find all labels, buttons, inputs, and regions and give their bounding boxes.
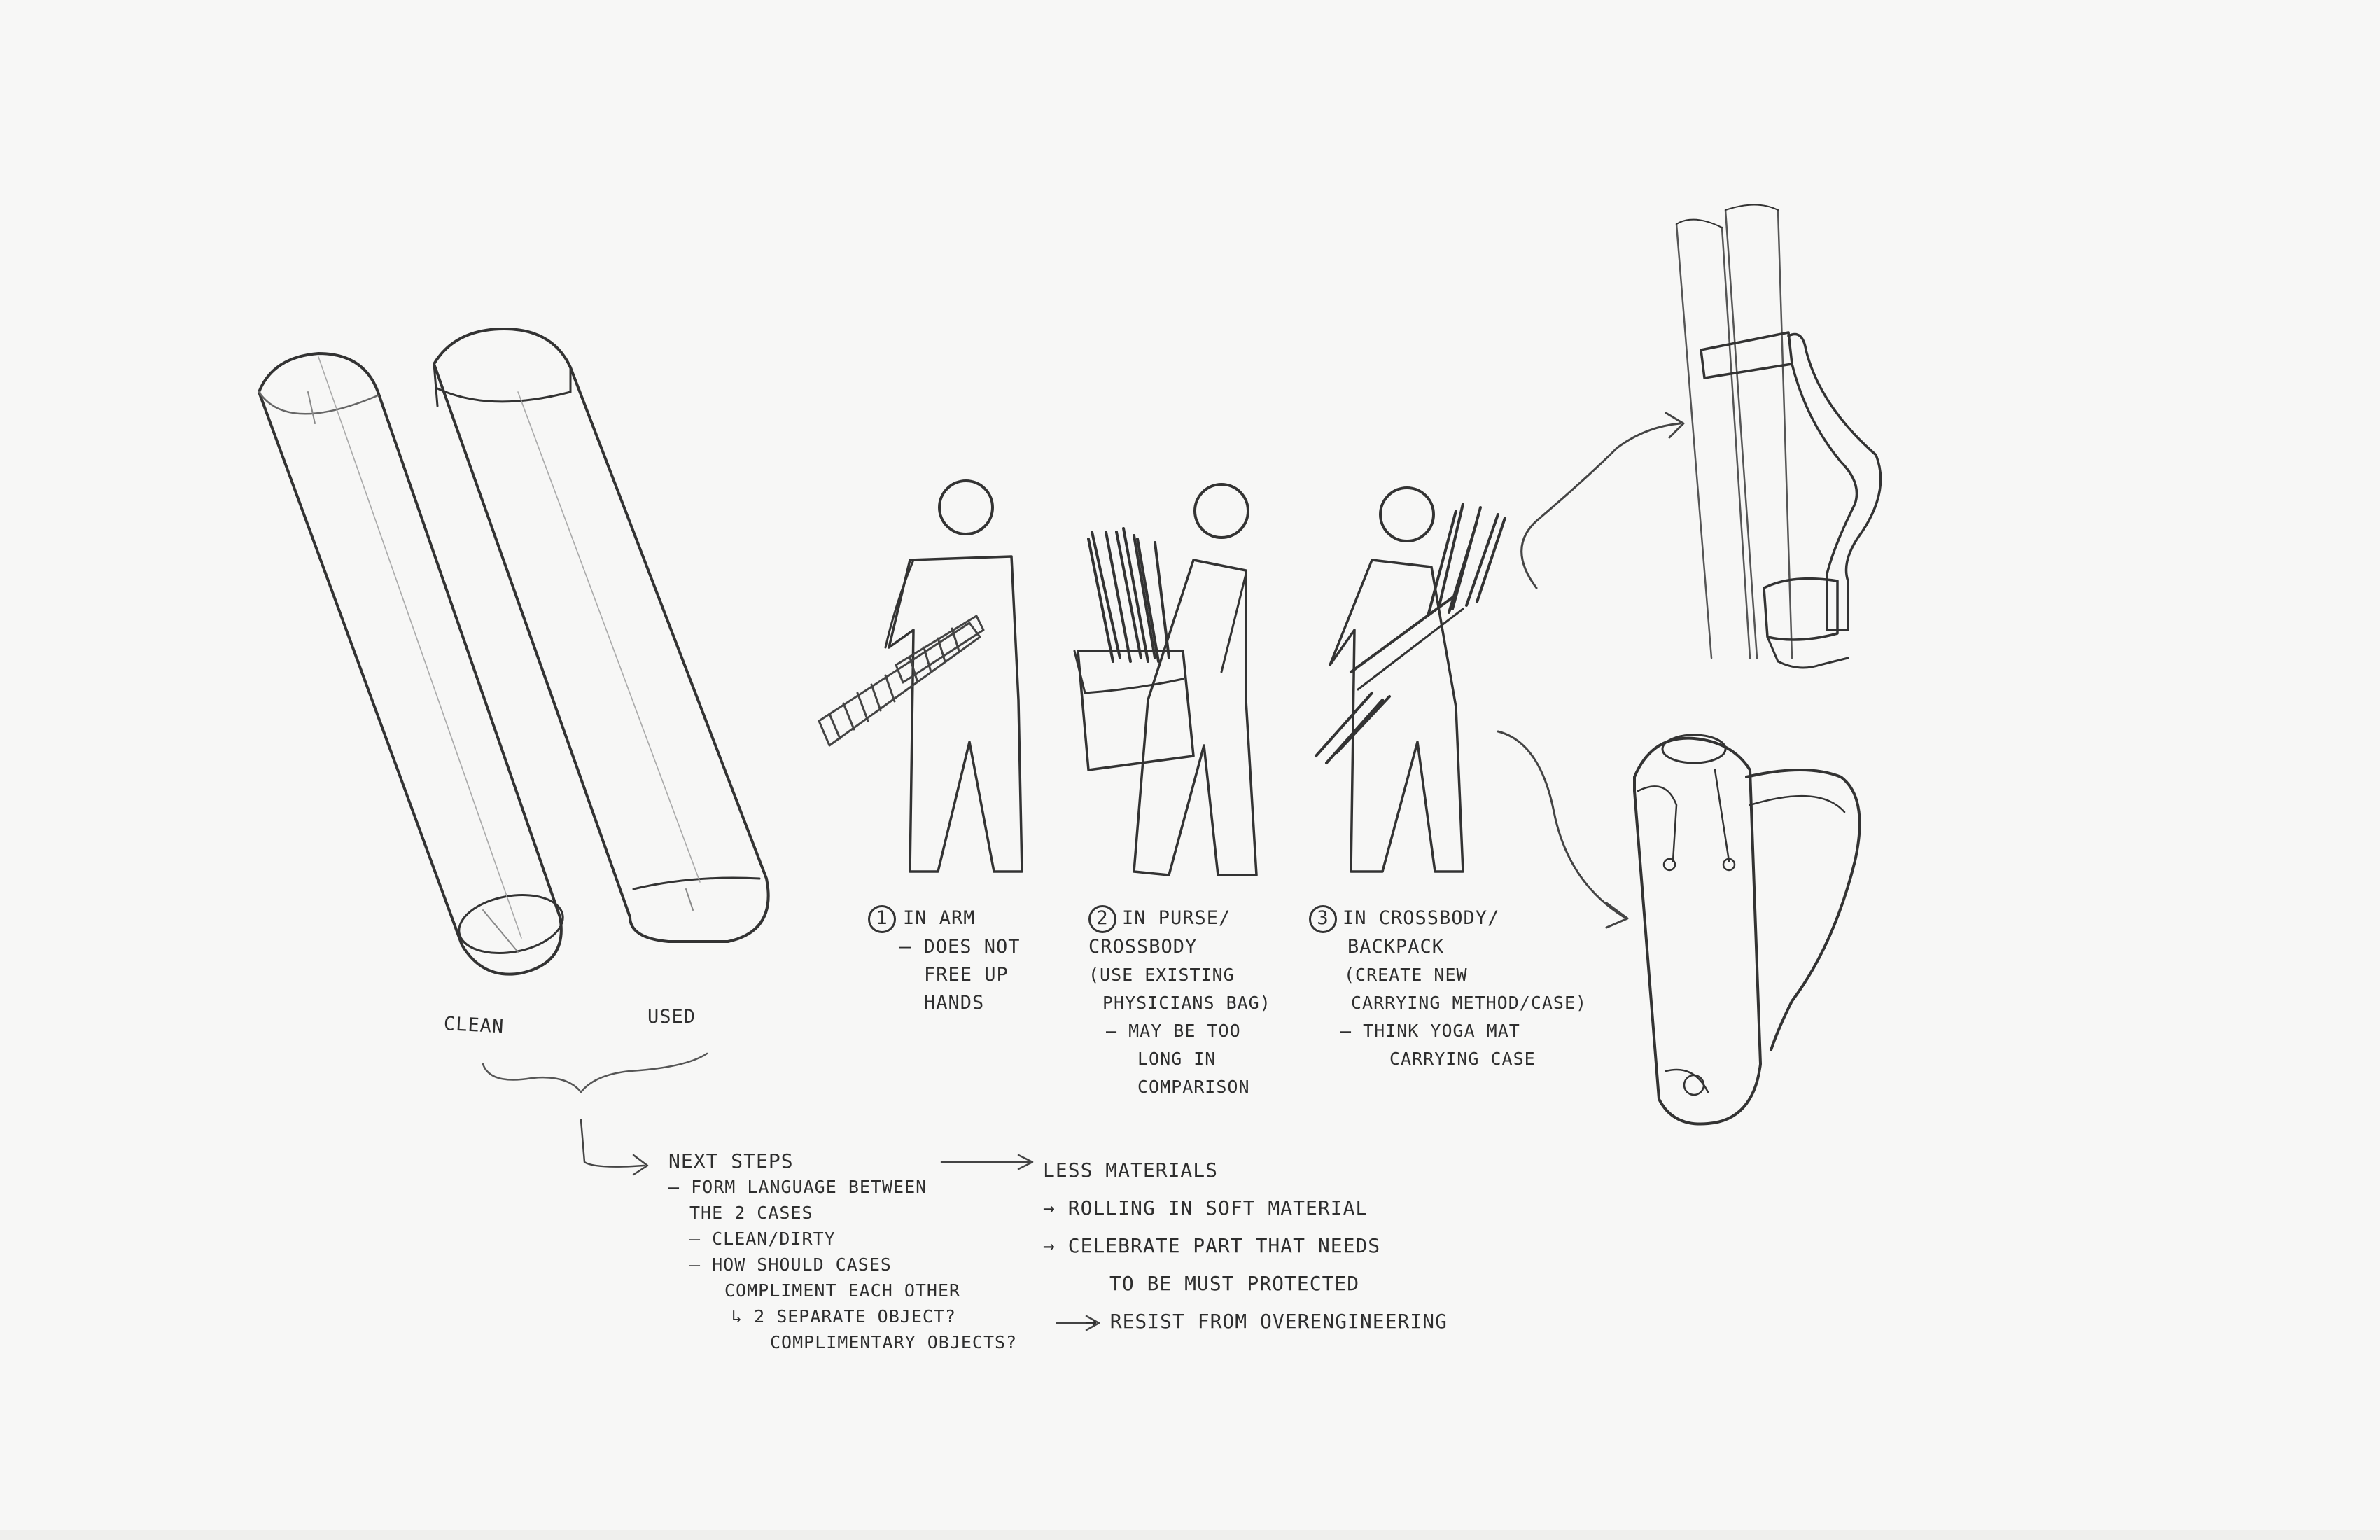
carry-option-2-note: PHYSICIANS BAG) — [1102, 993, 1271, 1013]
clean-case-label: CLEAN — [443, 1012, 505, 1038]
carry-option-3-title-line: BACKPACK — [1348, 936, 1445, 958]
next-steps-item: COMPLIMENT EACH OTHER — [724, 1280, 961, 1301]
carry-option-2-note: LONG IN — [1138, 1049, 1217, 1069]
next-steps-item: COMPLIMENTARY OBJECTS? — [770, 1332, 1018, 1352]
brace-arrow — [580, 1119, 645, 1168]
considerations-title: LESS MATERIALS — [1043, 1158, 1219, 1182]
carry-option-1-note: FREE UP — [924, 964, 1009, 986]
carry-option-2-number: 2 — [1088, 905, 1116, 933]
next-steps-item: — FORM LANGUAGE BETWEEN — [668, 1177, 927, 1197]
considerations-item: → RESIST FROM OVERENGINEERING — [1085, 1310, 1448, 1333]
sling-tube-case-drawing — [1675, 204, 1882, 669]
used-case-label: USED — [648, 1006, 696, 1028]
arrow-to-sling-case — [1520, 422, 1681, 589]
next-steps-item: — HOW SHOULD CASES — [690, 1254, 892, 1275]
carry-option-2-title-line: CROSSBODY — [1088, 936, 1198, 958]
carry-option-1-note: HANDS — [924, 992, 985, 1014]
carry-option-1-note: — DOES NOT — [899, 936, 1021, 958]
considerations-item: → CELEBRATE PART THAT NEEDS — [1043, 1234, 1381, 1257]
next-steps-notes: NEXT STEPS — FORM LANGUAGE BETWEEN THE 2… — [668, 1148, 1017, 1355]
carry-option-3-note: CARRYING METHOD/CASE) — [1351, 993, 1588, 1013]
carry-option-2-note: — MAY BE TOO — [1106, 1021, 1241, 1041]
figure-in-arm — [818, 479, 1023, 873]
carry-option-1-number: 1 — [868, 905, 896, 933]
next-steps-item: — CLEAN/DIRTY — [690, 1228, 836, 1249]
next-steps-item: THE 2 CASES — [690, 1203, 813, 1223]
figure-in-crossbody — [1315, 486, 1506, 873]
carry-option-3-note: CARRYING CASE — [1390, 1049, 1536, 1069]
cases-brace — [482, 1052, 708, 1093]
next-steps-title: NEXT STEPS — [668, 1149, 794, 1172]
carry-option-2-note: COMPARISON — [1138, 1077, 1250, 1097]
carry-option-3-note: — THINK YOGA MAT — [1340, 1021, 1520, 1041]
carry-option-3-note: (CREATE NEW — [1344, 965, 1468, 985]
paper-bottom-edge — [0, 1530, 2380, 1540]
next-steps-item: ↳ 2 SEPARATE OBJECT? — [732, 1306, 957, 1326]
considerations-notes: LESS MATERIALS → ROLLING IN SOFT MATERIA… — [1043, 1152, 1448, 1340]
carry-option-2-note: (USE EXISTING — [1088, 965, 1235, 985]
carry-option-3-number: 3 — [1309, 905, 1337, 933]
yoga-mat-case-drawing — [1633, 734, 1861, 1126]
used-case-drawing — [433, 328, 770, 943]
considerations-item: TO BE MUST PROTECTED — [1110, 1272, 1360, 1295]
considerations-item: → ROLLING IN SOFT MATERIAL — [1043, 1196, 1368, 1219]
figure-in-purse — [1073, 483, 1258, 876]
arrow-to-yoga-case — [1497, 730, 1625, 918]
clean-case-drawing — [258, 352, 564, 976]
